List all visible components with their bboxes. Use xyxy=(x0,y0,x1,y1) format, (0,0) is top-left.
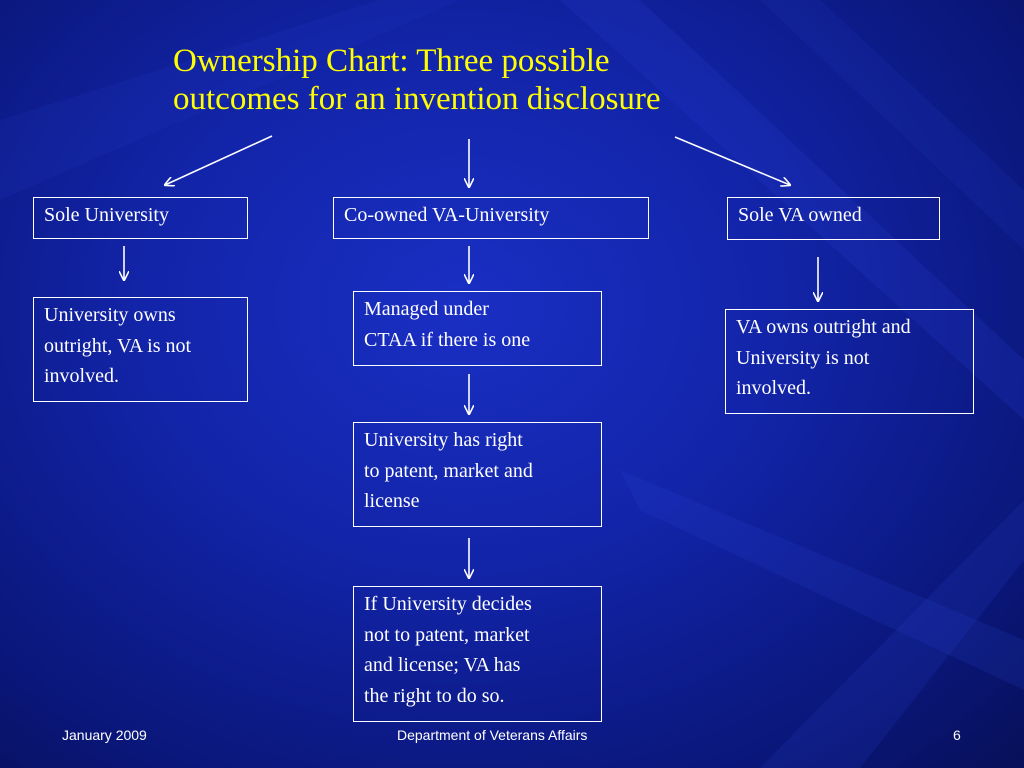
footer-date: January 2009 xyxy=(62,727,147,743)
sole-va-detail-box: VA owns outright and University is not i… xyxy=(725,309,974,414)
arrow-title-to-sole-university xyxy=(165,135,273,185)
sole-university-detail-box: University owns outright, VA is not invo… xyxy=(33,297,248,402)
title-line-1: Ownership Chart: Three possible xyxy=(173,43,610,79)
ctaa-box: Managed under CTAA if there is one xyxy=(353,291,602,366)
sole-va-box: Sole VA owned xyxy=(727,197,940,240)
sole-university-box: Sole University xyxy=(33,197,248,239)
footer-organization: Department of Veterans Affairs xyxy=(397,727,588,743)
co-owned-box: Co-owned VA-University xyxy=(333,197,649,239)
va-right-box: If University decides not to patent, mar… xyxy=(353,586,602,722)
university-right-box: University has right to patent, market a… xyxy=(353,422,602,527)
footer-page-number: 6 xyxy=(953,727,961,743)
arrow-title-to-sole-va xyxy=(674,136,790,185)
slide-title: Ownership Chart: Three possible outcomes… xyxy=(173,42,813,118)
title-line-2: outcomes for an invention disclosure xyxy=(173,81,661,117)
